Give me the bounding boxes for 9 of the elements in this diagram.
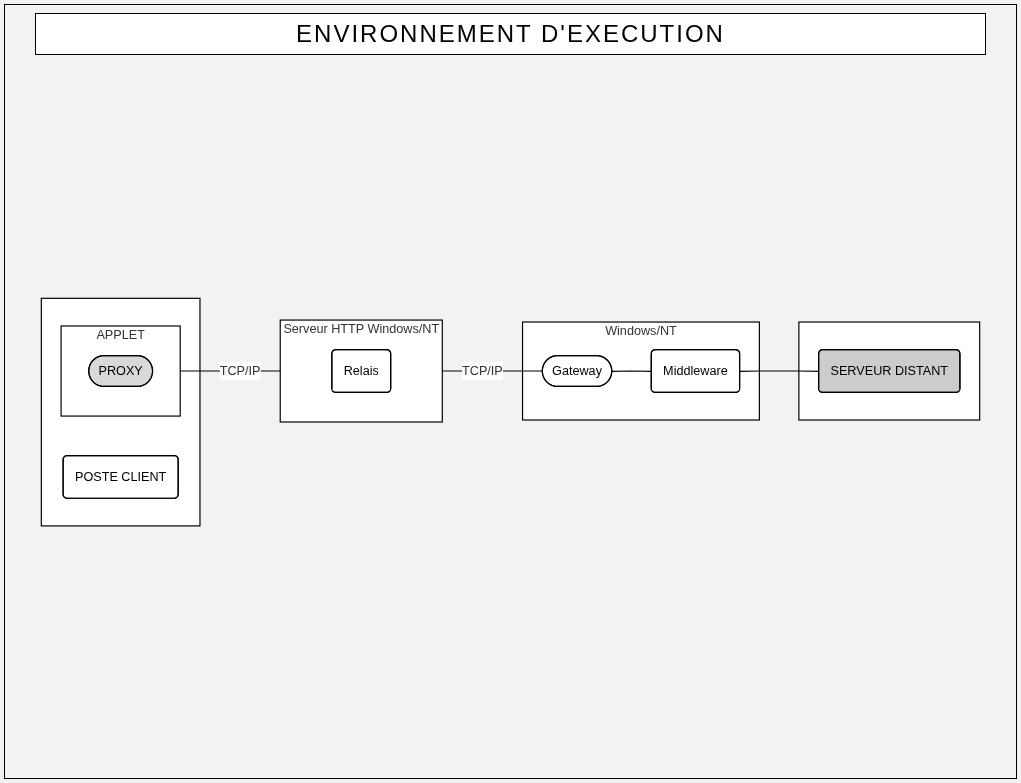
edge-label: TCP/IP xyxy=(219,364,261,378)
cluster xyxy=(40,298,201,527)
cluster xyxy=(60,325,181,418)
cluster xyxy=(798,321,981,421)
edge-label: TCP/IP xyxy=(462,364,503,378)
cluster xyxy=(521,321,760,421)
cluster xyxy=(279,319,443,423)
diagram-frame: ENVIRONNEMENT D'EXECUTION Windows/NT TCP/IP TCP/IP Serveur HTTP Windows/NT Relais APPLET PROXY POSTE CLIENT Gateway Middleware SERVEUR DISTANT xyxy=(4,4,1017,779)
title-banner: ENVIRONNEMENT D'EXECUTION xyxy=(35,13,986,55)
